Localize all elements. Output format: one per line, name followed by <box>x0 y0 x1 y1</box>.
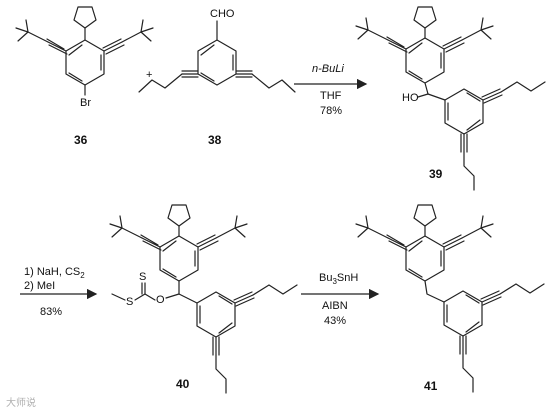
arrow-1: n-BuLi THF 78% <box>294 63 368 117</box>
label-40: 40 <box>176 377 190 391</box>
reagent-mei: 2) MeI <box>24 280 55 292</box>
atom-s-thione: S <box>139 271 146 283</box>
atom-ho: HO <box>402 92 419 104</box>
atom-s-thio: S <box>126 296 133 308</box>
label-38: 38 <box>208 133 222 147</box>
solvent-thf: THF <box>320 90 342 102</box>
reagent-nah-cs2: 1) NaH, CS2 <box>24 266 85 280</box>
compound-38: CHO 38 <box>138 8 296 147</box>
label-39: 39 <box>429 167 443 181</box>
atom-cho: CHO <box>210 8 235 20</box>
arrow-2: 1) NaH, CS2 2) MeI 83% <box>20 266 98 318</box>
initiator-aibn: AIBN <box>322 300 348 312</box>
arrow-3: Bu3SnH AIBN 43% <box>301 272 380 327</box>
compound-36: Br 36 <box>15 6 154 147</box>
compound-39: HO 39 <box>355 6 546 191</box>
compound-41: 41 <box>355 204 545 393</box>
label-41: 41 <box>424 379 438 393</box>
label-36: 36 <box>74 133 88 147</box>
yield-78: 78% <box>320 105 342 117</box>
yield-83: 83% <box>40 306 62 318</box>
watermark-text: 大师说 <box>6 396 36 409</box>
atom-o: O <box>156 294 165 306</box>
compound-40: O S S 40 <box>109 204 298 394</box>
plus-sign: + <box>146 69 152 81</box>
reagent-nbuli: n-BuLi <box>312 63 344 75</box>
atom-br: Br <box>80 97 91 109</box>
reagent-bu3snh: Bu3SnH <box>319 272 358 286</box>
yield-43: 43% <box>324 315 346 327</box>
